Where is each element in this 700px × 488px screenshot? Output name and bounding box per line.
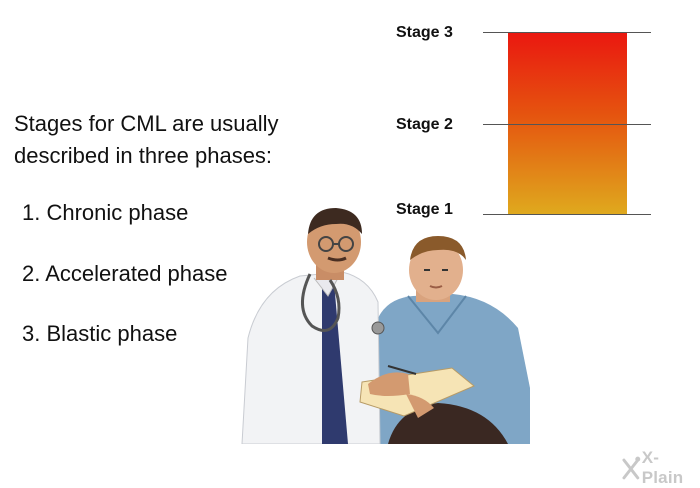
doctor-and-patient-illustration [241, 208, 530, 444]
x-plain-logo-icon [622, 456, 641, 480]
stage-1-label: Stage 1 [396, 201, 453, 218]
stage-1-line [483, 214, 651, 215]
phase-item-chronic: 1. Chronic phase [22, 200, 189, 225]
phase-item-blastic: 3. Blastic phase [22, 321, 178, 346]
stage-3-label: Stage 3 [396, 24, 453, 41]
stage-2-label: Stage 2 [396, 116, 453, 133]
stage-2-line [483, 124, 651, 125]
brand-logo: X-Plain [620, 448, 700, 488]
stage-3-line [483, 32, 651, 33]
intro-text: Stages for CML are usually described in … [14, 111, 279, 168]
doctor-figure [241, 208, 475, 444]
brand-name: X-Plain [641, 448, 684, 487]
phase-item-accelerated: 2. Accelerated phase [22, 261, 228, 286]
